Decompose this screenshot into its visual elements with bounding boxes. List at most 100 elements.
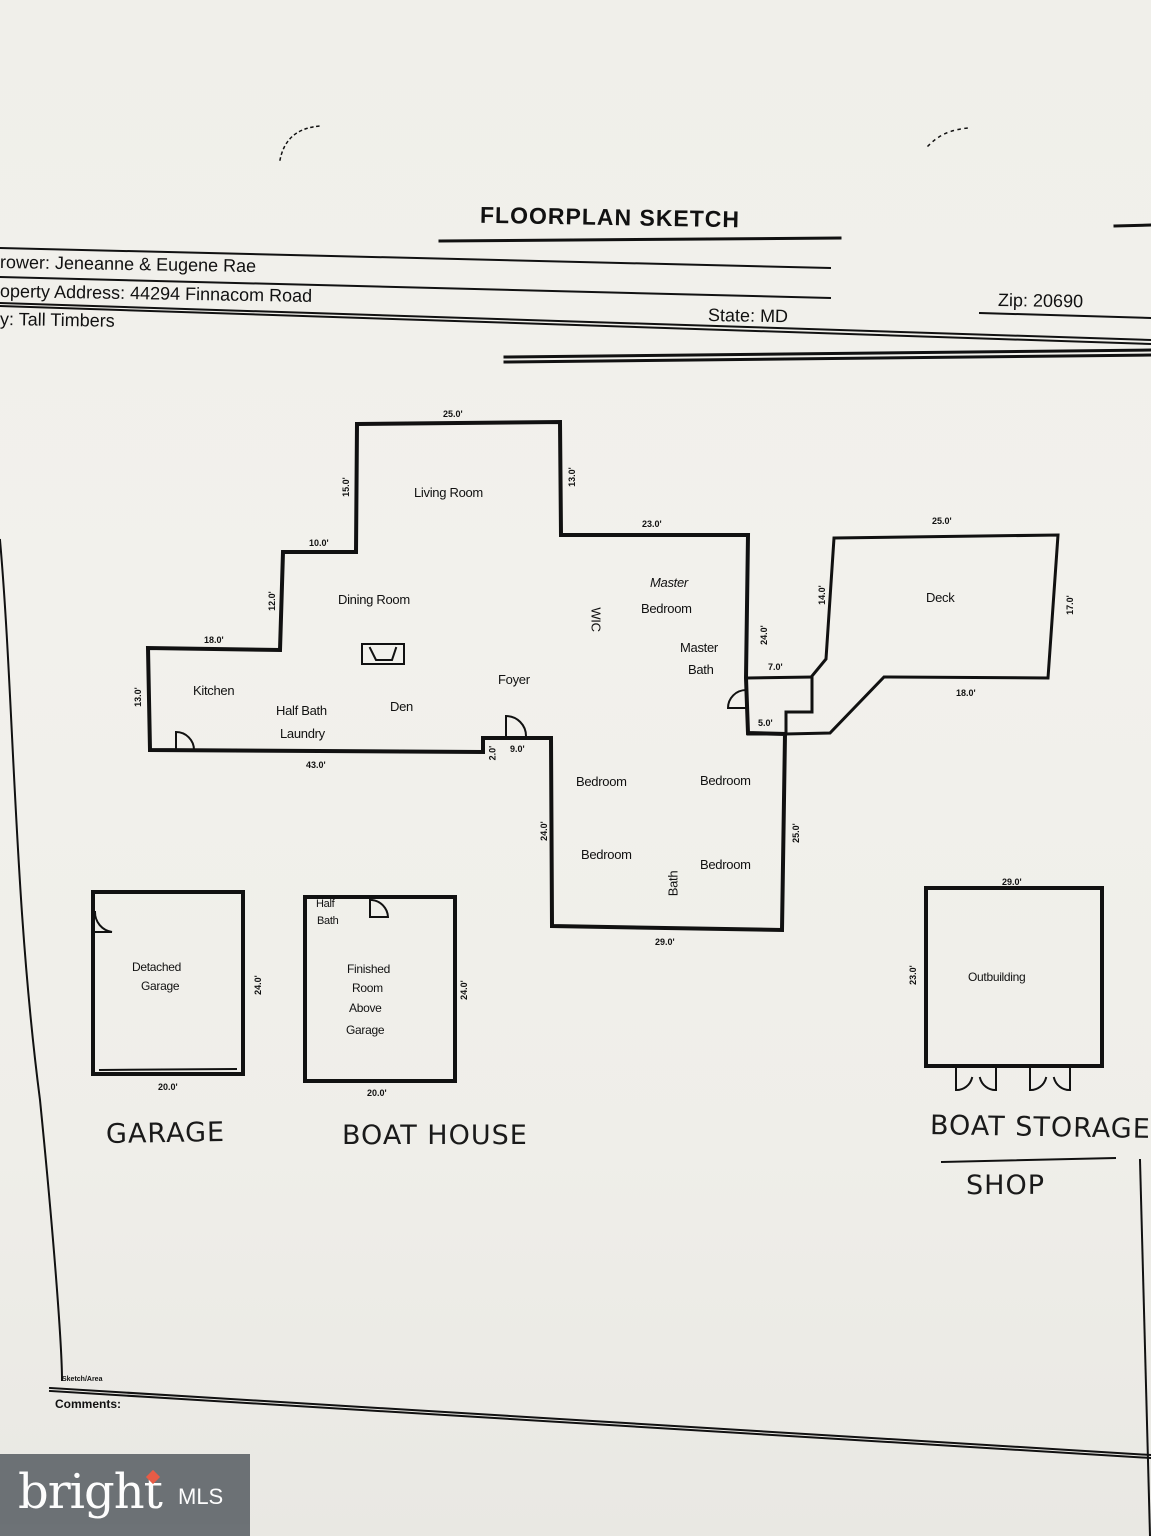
dim-step-v: 2.0' (487, 745, 498, 761)
room-bedroom-2: Bedroom (700, 773, 751, 788)
deck-connector (746, 675, 814, 680)
bright-mls-logo: bright MLS (0, 1454, 250, 1536)
dim-deck-5: 5.0' (758, 718, 773, 728)
borrower-label: rower: Jeneanne & Eugene Rae (0, 252, 257, 277)
room-foyer: Foyer (498, 672, 530, 687)
boat-label-3: Above (349, 1001, 382, 1015)
dim-bottom-main: 43.0' (306, 760, 326, 770)
room-deck: Deck (926, 590, 955, 605)
boat-storage-underline (940, 1156, 1117, 1164)
dim-out-left: 23.0' (907, 965, 918, 985)
dim-deck-top: 25.0' (932, 516, 952, 526)
dim-deck-7: 7.0' (768, 662, 783, 672)
dim-boat-bottom: 20.0' (367, 1088, 387, 1098)
zip-rule (978, 311, 1151, 320)
dim-kitchen-top: 18.0' (204, 635, 224, 645)
city-rule-2 (0, 304, 1151, 346)
boathouse-outline (303, 895, 457, 1083)
footer-rule-1 (48, 1386, 1151, 1457)
title-rule (438, 236, 842, 243)
door-foyer (505, 714, 528, 739)
room-half-bath: Half Bath (276, 703, 327, 718)
fireplace-inner (368, 646, 398, 661)
boat-label-4: Garage (346, 1023, 385, 1037)
dim-master-top: 23.0' (642, 519, 662, 529)
boat-label-2: Room (352, 981, 383, 995)
dim-bed-left: 24.0' (538, 821, 549, 841)
door-kitchen (175, 730, 196, 752)
city-label: y: Tall Timbers (0, 309, 115, 331)
dim-top: 25.0' (443, 409, 463, 419)
room-kitchen: Kitchen (193, 683, 235, 698)
dim-garage-bottom: 20.0' (158, 1082, 178, 1092)
title-rule-right (1113, 223, 1151, 228)
boat-label-1: Finished (347, 962, 390, 976)
outbuilding-outline (924, 886, 1104, 1068)
fireplace (361, 643, 405, 665)
state-label: State: MD (707, 305, 789, 327)
borrower-rule (0, 246, 832, 270)
page-edge-curve (0, 538, 64, 1382)
room-dining: Dining Room (338, 592, 410, 607)
room-master-label: Master (650, 575, 688, 590)
room-master-bedroom: Bedroom (641, 601, 692, 616)
room-den: Den (390, 699, 413, 714)
dim-step-h: 9.0' (510, 744, 525, 754)
dim-kitchen-left: 13.0' (132, 687, 143, 707)
boat-half-1: Half (316, 898, 335, 910)
dim-dining-left: 12.0' (266, 591, 277, 611)
dim-bed-right: 25.0' (790, 823, 801, 843)
footer-scale: Sketch/Area (62, 1376, 103, 1383)
dim-living-right: 13.0' (566, 467, 577, 487)
garage-label-1: Detached (132, 960, 181, 974)
boat-half-2: Bath (317, 915, 339, 927)
room-bedroom-4: Bedroom (700, 857, 751, 872)
logo-mls: MLS (178, 1484, 224, 1509)
footer-comments: Comments: (55, 1397, 122, 1411)
handwriting-boat-storage: BOAT STORAGE (929, 1110, 1151, 1145)
room-master-bath-1: Master (680, 640, 718, 655)
room-laundry: Laundry (280, 726, 325, 741)
city-rule (0, 301, 1151, 342)
dim-deck-left: 14.0' (816, 585, 827, 605)
room-bath: Bath (665, 870, 681, 897)
outbuilding-door-2 (978, 1067, 997, 1092)
house-outline (145, 419, 788, 933)
room-living: Living Room (414, 485, 483, 500)
address-rule (0, 275, 832, 300)
dim-deck-right: 17.0' (1064, 595, 1075, 615)
dim-boat-right: 24.0' (458, 980, 469, 1000)
dim-garage-right: 24.0' (252, 975, 263, 995)
outbuilding-door-3 (1029, 1067, 1048, 1092)
garage-label-2: Garage (141, 979, 180, 993)
outbuilding-door-1 (955, 1067, 974, 1092)
reg-mark-right (926, 127, 969, 148)
room-bedroom-3: Bedroom (581, 847, 632, 862)
room-master-bath-2: Bath (688, 662, 714, 677)
door-master (726, 688, 748, 709)
garage-door-swing (93, 910, 113, 933)
garage-outline (91, 890, 245, 1076)
footer-right-edge (1138, 1158, 1151, 1536)
dim-master-right: 24.0' (758, 625, 769, 645)
room-bedroom-1: Bedroom (576, 774, 627, 789)
outbuilding-label: Outbuilding (968, 970, 1026, 984)
outbuilding-door-4 (1052, 1067, 1071, 1092)
zip-label: Zip: 20690 (997, 290, 1084, 312)
dim-deck-18: 18.0' (956, 688, 976, 698)
page-title: FLOORPLAN SKETCH (479, 201, 741, 233)
dim-step-top: 10.0' (309, 538, 329, 548)
logo-word: bright (18, 1464, 163, 1520)
handwriting-boat-house: BOAT HOUSE (342, 1120, 528, 1151)
handwriting-shop: SHOP (966, 1170, 1045, 1201)
handwriting-garage: GARAGE (105, 1116, 226, 1151)
deck-outline (784, 533, 1060, 736)
garage-door (98, 1067, 238, 1072)
room-wic: WIC (588, 607, 604, 632)
sep-rule-2 (503, 353, 1151, 364)
sep-rule (503, 348, 1151, 359)
footer-rule-2 (48, 1389, 1151, 1460)
reg-mark-left (279, 125, 321, 161)
dim-living-left: 15.0' (340, 477, 351, 497)
